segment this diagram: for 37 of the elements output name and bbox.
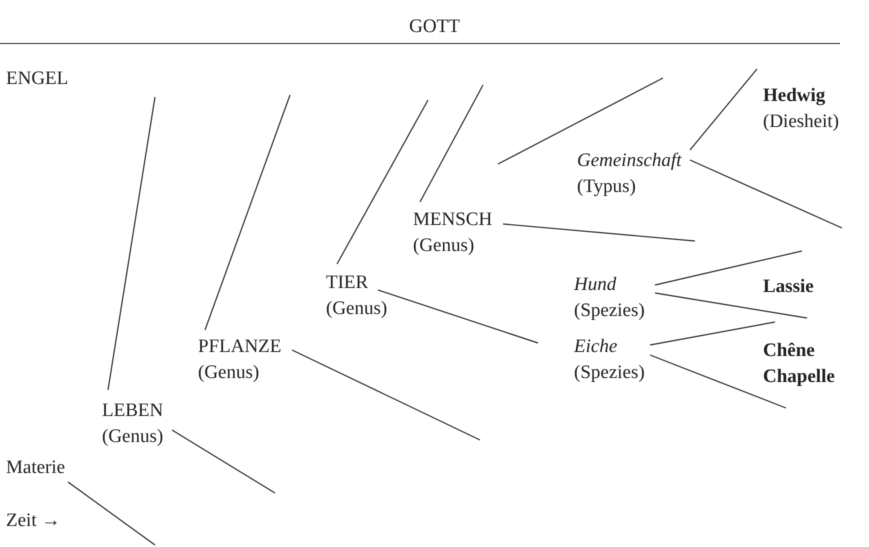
line [654, 292, 808, 319]
node-label: Materie [6, 456, 66, 480]
line [650, 321, 776, 346]
node-label: Chêne Chapelle [763, 339, 836, 389]
node-label: Gemeinschaft [577, 149, 682, 173]
node-label: (Genus) [102, 425, 164, 449]
node-label: (Typus) [577, 175, 636, 199]
node-label: Hedwig [763, 84, 826, 108]
line [172, 429, 276, 494]
node-label: (Genus) [198, 361, 260, 385]
line [378, 289, 538, 344]
node-label: (Spezies) [574, 299, 645, 323]
label: Zeit → [6, 509, 60, 533]
line [690, 68, 758, 150]
line [68, 482, 156, 546]
line [419, 84, 484, 202]
node-label: Hund [574, 273, 616, 297]
line [107, 96, 156, 390]
line [654, 250, 802, 286]
line [690, 159, 842, 229]
line [336, 100, 429, 264]
line [204, 94, 291, 330]
line [650, 354, 786, 409]
node-label: PFLANZE [198, 335, 282, 359]
title: GOTT [408, 15, 461, 39]
node-label: TIER [326, 271, 368, 295]
node-label: LEBEN [102, 399, 164, 423]
node-label: (Spezies) [574, 361, 645, 385]
node-label: (Genus) [413, 234, 474, 258]
label: ENGEL [6, 67, 68, 91]
line [502, 223, 696, 242]
node-label: (Diesheit) [763, 110, 839, 134]
node-label: MENSCH [413, 208, 492, 232]
node-label: Eiche [574, 335, 618, 359]
node-label: (Genus) [326, 297, 388, 321]
node-label: Lassie [763, 275, 814, 299]
line [292, 349, 480, 441]
